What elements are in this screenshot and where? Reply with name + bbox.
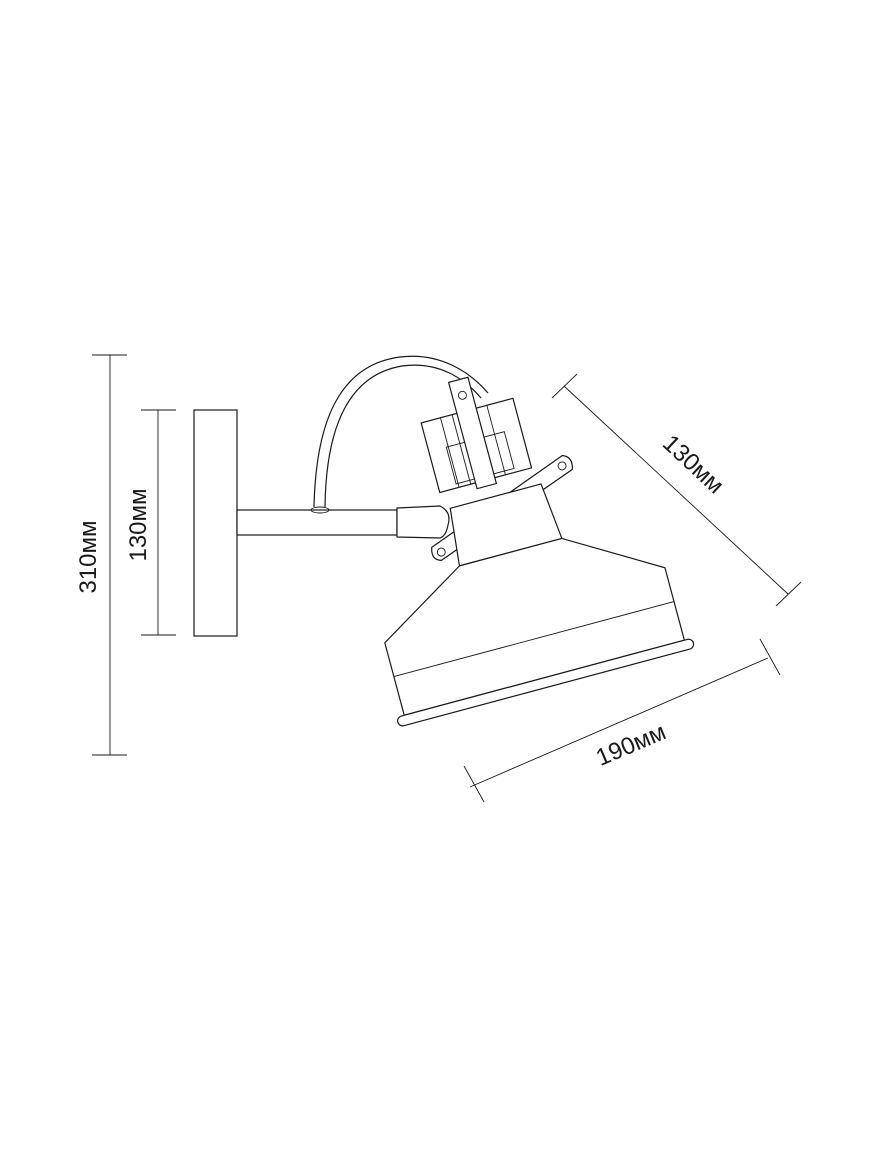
arm (236, 505, 450, 539)
lamp-shade (384, 376, 695, 727)
wall-plate (193, 409, 238, 637)
shade-diameter-label: 190мм (592, 718, 670, 771)
shade-rim (397, 638, 695, 727)
total-height-dimension: 310мм (75, 354, 127, 756)
screw-icon (436, 547, 446, 557)
total-height-label: 310мм (75, 520, 102, 593)
cable (313, 355, 489, 508)
screw-icon (457, 390, 467, 400)
screw-icon (557, 461, 567, 471)
plate-height-label: 130мм (125, 488, 152, 561)
plate-height-dimension: 130мм (125, 409, 176, 636)
shade-depth-label: 130мм (657, 430, 729, 500)
socket (447, 376, 498, 490)
